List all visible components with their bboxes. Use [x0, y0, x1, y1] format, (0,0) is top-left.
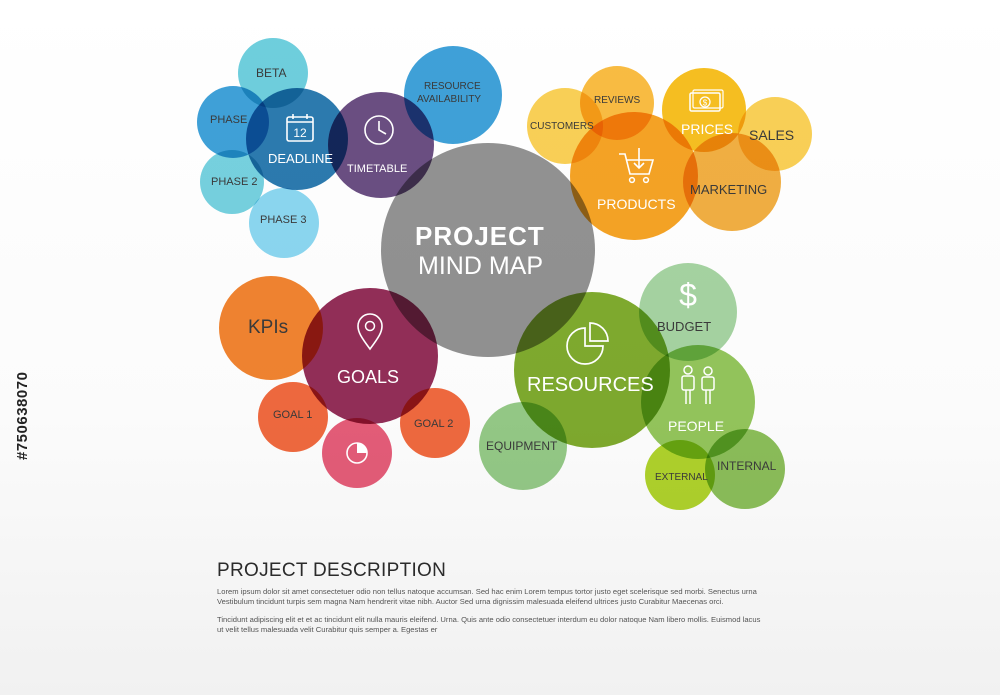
resource-availability-label-1: RESOURCE [424, 81, 481, 92]
external-bubble [645, 440, 715, 510]
description-title: PROJECT DESCRIPTION [217, 560, 447, 581]
svg-text:$: $ [703, 99, 708, 108]
phase3-bubble [249, 188, 319, 258]
calendar-icon-text: 12 [293, 126, 307, 140]
internal-label: INTERNAL [717, 459, 777, 473]
phase3-label: PHASE 3 [260, 214, 307, 226]
goal1-label: GOAL 1 [273, 409, 313, 421]
goal2-label: GOAL 2 [414, 418, 454, 430]
reviews-label: REVIEWS [594, 95, 641, 106]
phase2-label: PHASE 2 [211, 176, 258, 188]
goals-label: GOALS [337, 367, 400, 387]
clock-icon [364, 115, 394, 145]
customers-label: CUSTOMERS [530, 121, 594, 132]
prices-label: PRICES [681, 121, 734, 137]
external-label: EXTERNAL [655, 472, 708, 483]
kpis-label: KPIs [248, 317, 289, 338]
map-pin-icon [357, 313, 383, 351]
people-icon [681, 365, 715, 404]
stock-id: #750638070 [14, 371, 31, 460]
pie-chart-icon [566, 322, 609, 365]
resource-availability-bubble [404, 46, 502, 144]
shopping-cart-icon [619, 148, 655, 184]
dollar-icon: $ [679, 278, 697, 312]
svg-text:$: $ [679, 278, 697, 312]
center-subtitle: MIND MAP [418, 252, 543, 280]
marketing-label: MARKETING [690, 182, 768, 197]
description-paragraph-2: Tincidunt adipiscing elit et et ac tinci… [217, 615, 761, 634]
beta-label: BETA [256, 66, 287, 80]
products-label: PRODUCTS [597, 196, 676, 212]
phase-label: PHASE [210, 114, 248, 126]
resource-availability-label-2: AVAILABILITY [417, 94, 482, 105]
products-bubble [570, 112, 698, 240]
calendar-icon: 12 [286, 114, 314, 142]
pie-chart-icon [346, 442, 368, 464]
money-icon: $ [689, 89, 724, 112]
equipment-label: EQUIPMENT [486, 439, 558, 453]
people-label: PEOPLE [668, 418, 725, 434]
sales-label: SALES [749, 127, 795, 143]
goal2-bubble [400, 388, 470, 458]
description-paragraph-1: Lorem ipsum dolor sit amet consectetuer … [217, 587, 757, 606]
goal1-bubble [258, 382, 328, 452]
budget-label: BUDGET [657, 319, 712, 334]
resources-label: RESOURCES [527, 374, 654, 396]
timetable-label: TIMETABLE [347, 163, 408, 175]
deadline-label: DEADLINE [268, 151, 334, 166]
internal-bubble [705, 429, 785, 509]
marketing-bubble [683, 133, 781, 231]
equipment-bubble [479, 402, 567, 490]
center-title: PROJECT [415, 221, 545, 251]
